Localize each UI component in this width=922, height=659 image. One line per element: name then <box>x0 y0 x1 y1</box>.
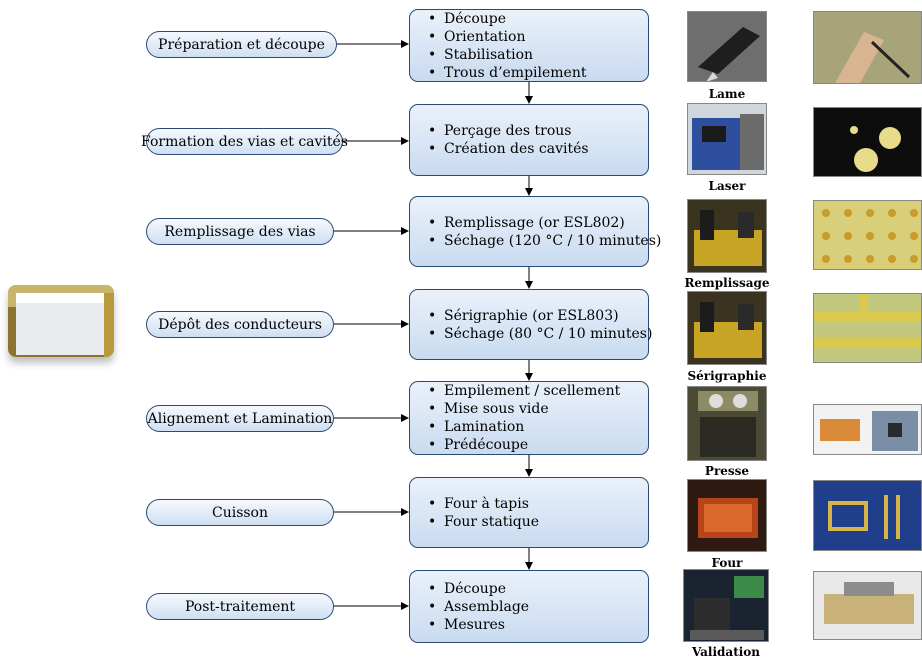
detail-item: Lamination <box>428 418 620 436</box>
step-pill-alignement: Alignement et Lamination <box>146 405 334 432</box>
photo-validation <box>683 569 769 642</box>
detail-item: Orientation <box>428 28 587 46</box>
detail-box-preparation: Découpe Orientation Stabilisation Trous … <box>409 9 649 82</box>
caption-laser: Laser <box>708 179 746 193</box>
step-pill-remplissage: Remplissage des vias <box>146 218 334 245</box>
caption-remplissage: Remplissage <box>684 276 770 290</box>
detail-item: Remplissage (or ESL802) <box>428 214 661 232</box>
photo-serigraphie <box>687 291 767 365</box>
detail-item: Découpe <box>428 10 587 28</box>
detail-box-alignement: Empilement / scellement Mise sous vide L… <box>409 381 649 455</box>
detail-item: Séchage (80 °C / 10 minutes) <box>428 325 652 343</box>
caption-four: Four <box>711 556 743 570</box>
detail-item: Séchage (120 °C / 10 minutes) <box>428 232 661 250</box>
caption-validation: Validation <box>691 645 761 659</box>
photo-presse <box>687 386 767 461</box>
photo-decoupe-manuelle <box>813 11 922 84</box>
step-pill-depot: Dépôt des conducteurs <box>146 311 334 338</box>
photo-laser <box>687 103 767 175</box>
photo-lame <box>687 11 767 82</box>
photo-circuit-cuit <box>813 480 922 551</box>
detail-box-cuisson: Four à tapis Four statique <box>409 477 649 548</box>
detail-item: Stabilisation <box>428 46 587 64</box>
detail-item: Empilement / scellement <box>428 382 620 400</box>
detail-item: Mise sous vide <box>428 400 620 418</box>
photo-trous-percés <box>813 107 922 177</box>
detail-box-vias: Perçage des trous Création des cavités <box>409 104 649 176</box>
detail-box-depot: Sérigraphie (or ESL803) Séchage (80 °C /… <box>409 289 652 360</box>
detail-item: Création des cavités <box>428 140 589 158</box>
detail-item: Sérigraphie (or ESL803) <box>428 307 652 325</box>
step-pill-post-traitement: Post-traitement <box>146 593 334 620</box>
detail-item: Prédécoupe <box>428 436 620 454</box>
photo-assemblage <box>813 571 922 640</box>
detail-item: Perçage des trous <box>428 122 589 140</box>
photo-conducteurs <box>813 293 922 363</box>
detail-item: Découpe <box>428 580 529 598</box>
step-pill-vias: Formation des vias et cavités <box>141 128 348 155</box>
photo-four <box>687 479 767 552</box>
step-pill-cuisson: Cuisson <box>146 499 334 526</box>
detail-item: Assemblage <box>428 598 529 616</box>
photo-remplissage <box>687 199 767 273</box>
detail-item: Trous d’empilement <box>428 64 587 82</box>
caption-lame: Lame <box>708 87 746 101</box>
detail-item: Four statique <box>428 513 539 531</box>
caption-serigraphie: Sérigraphie <box>687 369 767 383</box>
caption-presse: Presse <box>704 464 750 478</box>
ceramic-tape-roll-image <box>8 285 114 357</box>
detail-item: Four à tapis <box>428 495 539 513</box>
photo-vias-remplis <box>813 200 922 270</box>
detail-item: Mesures <box>428 616 529 634</box>
step-pill-preparation: Préparation et découpe <box>146 31 337 58</box>
detail-box-remplissage: Remplissage (or ESL802) Séchage (120 °C … <box>409 196 661 267</box>
photo-lamination <box>813 404 922 455</box>
detail-box-post-traitement: Découpe Assemblage Mesures <box>409 570 649 643</box>
